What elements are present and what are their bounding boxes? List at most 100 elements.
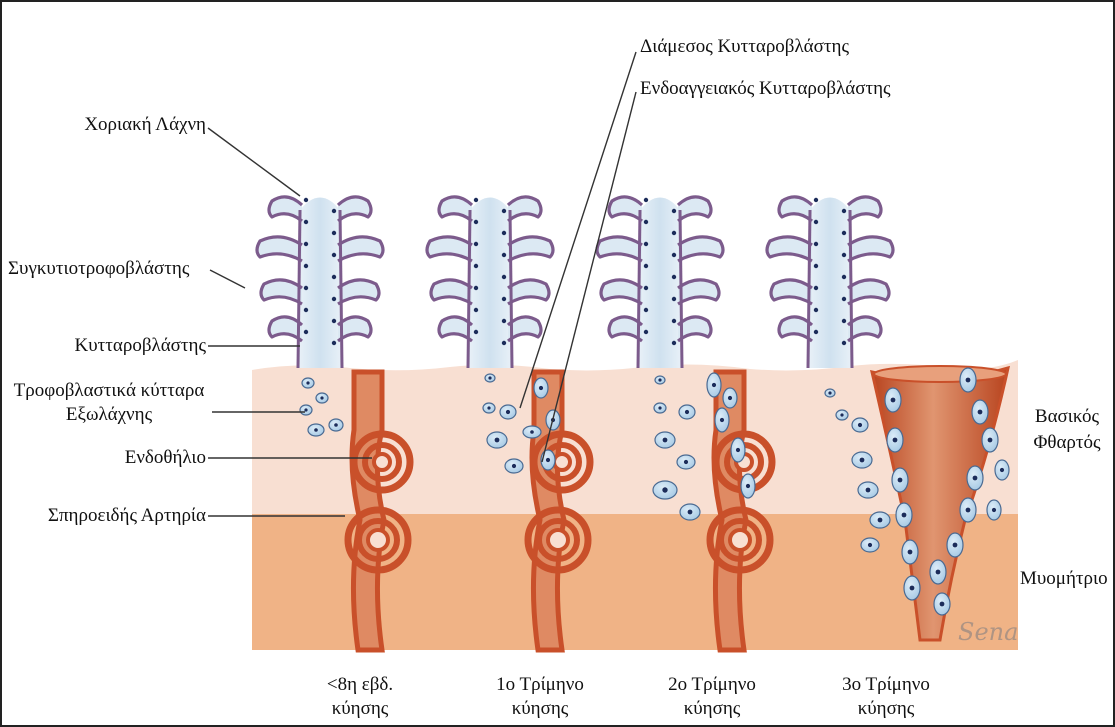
trophoblast-cell [707, 373, 721, 397]
villus-branch [508, 237, 553, 261]
trophoblast-cell [896, 503, 912, 527]
villus-nucleus [644, 198, 648, 202]
cell-nucleus [728, 396, 732, 400]
villus-branch [439, 197, 472, 221]
villus-nucleus [332, 319, 336, 323]
stage-1-line1: <8η εβδ. [280, 673, 440, 697]
cell-nucleus [530, 430, 534, 434]
villus-nucleus [842, 319, 846, 323]
trophoblast-cell [825, 389, 835, 397]
cell-nucleus [978, 410, 983, 415]
villus-border [680, 210, 682, 368]
villus-branch [848, 280, 889, 304]
cell-nucleus [908, 550, 913, 555]
villus-nucleus [304, 242, 308, 246]
villus-nucleus [814, 330, 818, 334]
trophoblast-cell [870, 512, 890, 528]
trophoblast-cell [982, 428, 998, 452]
trophoblast-cell [679, 405, 695, 419]
chorionic-villus-1 [257, 197, 383, 368]
label-syncytiotrophoblast: Συγκυτιοτροφοβλάστης [8, 258, 189, 280]
artery-lumen [368, 530, 388, 550]
label-decidua-line1: Βασικός [1022, 406, 1112, 428]
cell-nucleus [663, 438, 668, 443]
villus-nucleus [814, 286, 818, 290]
cell-nucleus [488, 376, 491, 379]
villus-nucleus [332, 231, 336, 235]
villus-branch [767, 237, 812, 261]
villus-nucleus [842, 253, 846, 257]
villus-branch [848, 237, 893, 261]
villus-branch [508, 280, 549, 304]
villus-nucleus [304, 220, 308, 224]
cell-nucleus [314, 428, 318, 432]
chorionic-villi-group [257, 197, 893, 368]
cell-nucleus [936, 570, 941, 575]
villus-nucleus [332, 253, 336, 257]
villus-branch [261, 280, 302, 304]
artery-lumen [554, 454, 570, 470]
villus-nucleus [644, 242, 648, 246]
cell-nucleus [902, 513, 907, 518]
trophoblast-cell [972, 400, 988, 424]
trophoblast-cell [487, 432, 507, 448]
villus-nucleus [502, 209, 506, 213]
villus-branch [269, 197, 302, 221]
villus-border [340, 210, 342, 368]
cell-nucleus [828, 391, 831, 394]
trophoblast-cell [300, 405, 312, 415]
stage-3-line2: κύησης [632, 697, 792, 721]
villus-nucleus [502, 319, 506, 323]
villus-nucleus [304, 308, 308, 312]
artery-lumen [374, 454, 390, 470]
villus-border [510, 210, 512, 368]
artery-lumen [730, 530, 750, 550]
cell-nucleus [720, 418, 724, 422]
villus-branch [678, 237, 723, 261]
trophoblast-cell [715, 408, 729, 432]
villus-nucleus [842, 209, 846, 213]
villus-nucleus [644, 264, 648, 268]
trophoblast-cell [967, 466, 983, 490]
cell-nucleus [304, 408, 307, 411]
cell-nucleus [973, 476, 978, 481]
label-extravillous-line2: Εξωλάχνης [6, 404, 212, 426]
chorionic-villus-2 [427, 197, 553, 368]
villus-branch [771, 280, 812, 304]
cell-nucleus [658, 406, 661, 409]
cell-nucleus [891, 398, 896, 403]
villus-nucleus [672, 209, 676, 213]
villus-branch [601, 280, 642, 304]
trophoblast-cell [852, 418, 868, 432]
villus-nucleus [672, 275, 676, 279]
leader-syncytiotrophoblast [210, 270, 245, 288]
cell-nucleus [893, 438, 898, 443]
villus-nucleus [474, 242, 478, 246]
stage-4-line1: 3ο Τρίμηνο [806, 673, 966, 697]
villus-nucleus [842, 275, 846, 279]
stage-caption-2: 1ο Τρίμηνο κύησης [460, 673, 620, 721]
stage-1-line2: κύησης [280, 697, 440, 721]
villus-branch [508, 197, 541, 221]
villus-border [808, 210, 810, 368]
trophoblast-cell [655, 376, 665, 384]
villus-nucleus [304, 286, 308, 290]
cell-nucleus [546, 458, 550, 462]
villus-branch [338, 280, 379, 304]
cell-nucleus [306, 381, 309, 384]
trophoblast-cell [934, 593, 950, 615]
villus-border [638, 210, 640, 368]
trophoblast-cell [654, 403, 666, 413]
trophoblast-cell [523, 426, 541, 438]
cell-nucleus [495, 438, 500, 443]
villus-nucleus [304, 330, 308, 334]
label-interstitial-cytotrophoblast: Διάμεσος Κυτταροβλάστης [640, 36, 849, 58]
villus-nucleus [644, 286, 648, 290]
label-endovascular-cytotrophoblast: Ενδοαγγειακός Κυτταροβλάστης [640, 78, 891, 100]
trophoblast-cell [653, 481, 677, 499]
cell-nucleus [878, 518, 883, 523]
villus-branch [338, 197, 371, 221]
trophoblast-cell [861, 538, 879, 552]
villus-nucleus [502, 297, 506, 301]
